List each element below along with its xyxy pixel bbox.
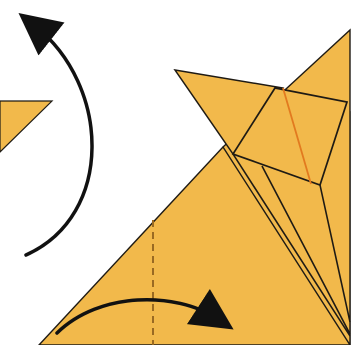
curved-rotation-arrow (26, 26, 92, 255)
left-paper-fragment (0, 101, 52, 152)
